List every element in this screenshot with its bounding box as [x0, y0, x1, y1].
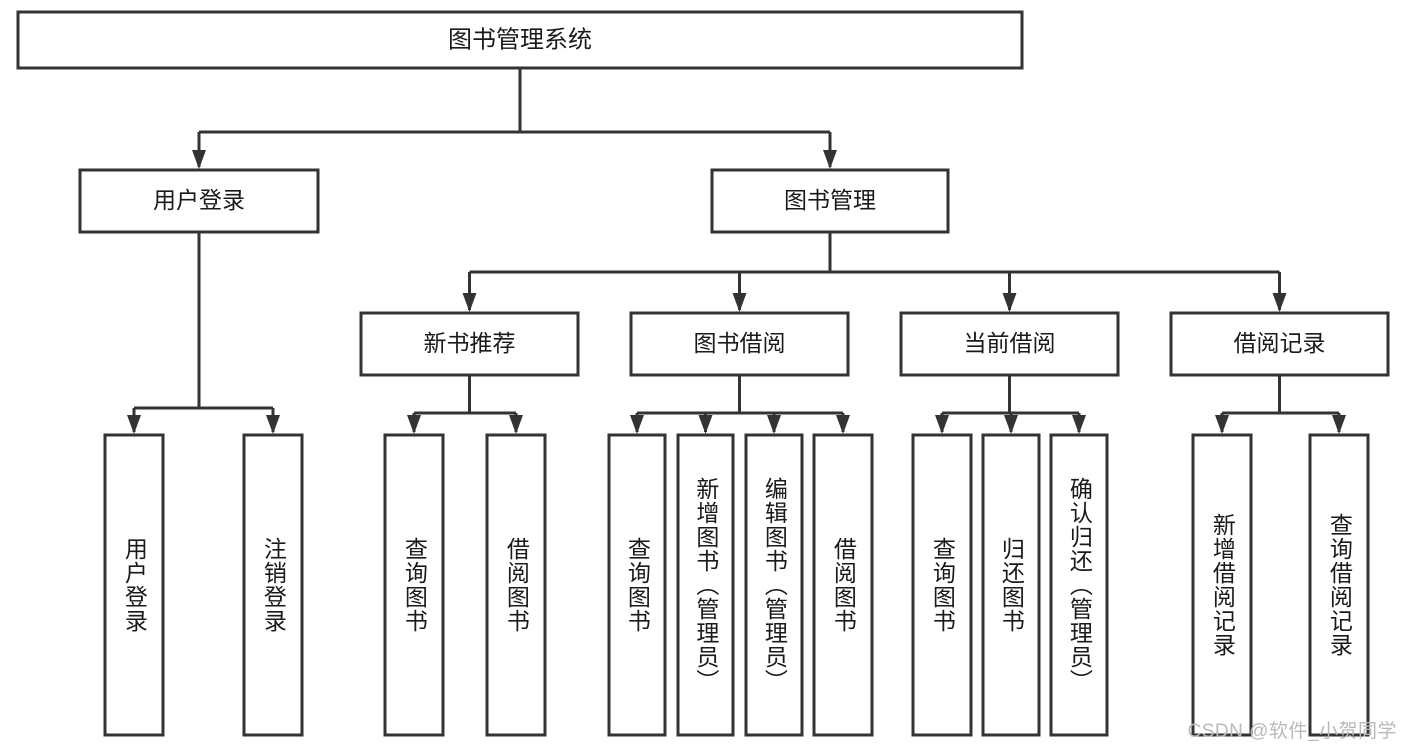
leaf-user-login-box[interactable]	[103, 433, 165, 737]
node-new-book-recommend[interactable]: 新书推荐	[359, 311, 580, 377]
node-book-manage-box[interactable]	[710, 168, 950, 234]
node-book-manage-label: 图书管理	[784, 187, 876, 213]
leaf-return-book-box[interactable]	[981, 433, 1041, 737]
leaf-query-record-box[interactable]	[1308, 433, 1370, 737]
node-user-login-label: 用户登录	[153, 187, 245, 213]
leaf-query-book-2-box[interactable]	[607, 433, 667, 737]
arrow-head-icon-leaf-return-book	[1004, 415, 1018, 434]
arrow-head-icon-leaf-confirm-return	[1072, 415, 1086, 434]
node-current-borrow[interactable]: 当前借阅	[899, 311, 1120, 377]
node-borrow-record-label: 借阅记录	[1234, 330, 1326, 356]
arrow-head-icon-leaf-user-login	[127, 415, 141, 434]
arrow-head-icon-borrow-record	[1272, 293, 1287, 312]
node-new-book-recommend-label: 新书推荐	[424, 330, 516, 356]
watermark-text: CSDN @软件_小贺同学	[1187, 721, 1397, 742]
node-user-login[interactable]: 用户登录	[78, 168, 320, 234]
arrow-head-icon-leaf-query-book-2	[630, 415, 644, 434]
node-root[interactable]: 图书管理系统	[16, 10, 1024, 70]
arrow-head-icon-leaf-borrow-book-2	[836, 415, 850, 434]
node-root-box[interactable]	[16, 10, 1024, 70]
arrow-head-icon-leaf-query-book-1	[407, 415, 421, 434]
leaf-borrow-book-1-box[interactable]	[485, 433, 547, 737]
node-book-borrow-box[interactable]	[629, 311, 850, 377]
node-borrow-record-box[interactable]	[1169, 311, 1390, 377]
node-root-label: 图书管理系统	[448, 26, 592, 53]
node-book-borrow-label: 图书借阅	[694, 330, 786, 356]
node-new-book-recommend-box[interactable]	[359, 311, 580, 377]
node-book-manage[interactable]: 图书管理	[710, 168, 950, 234]
arrow-head-icon-current-borrow	[1002, 293, 1017, 312]
arrow-head-icon-user-login	[192, 150, 206, 169]
leaf-edit-book-box[interactable]	[744, 433, 804, 737]
arrow-head-icon-book-borrow	[732, 293, 747, 312]
node-book-borrow[interactable]: 图书借阅	[629, 311, 850, 377]
arrow-head-icon-book-manage	[823, 150, 837, 169]
arrow-head-icon-leaf-user-logout	[266, 415, 280, 434]
leaf-borrow-book-2-box[interactable]	[812, 433, 874, 737]
arrow-head-icon-new-book-recommend	[462, 293, 477, 312]
node-borrow-record[interactable]: 借阅记录	[1169, 311, 1390, 377]
arrow-head-icon-leaf-add-record	[1215, 415, 1229, 434]
leaf-user-logout-box[interactable]	[242, 433, 304, 737]
arrow-head-icon-leaf-query-record	[1332, 415, 1346, 434]
leaf-confirm-return-box[interactable]	[1049, 433, 1109, 737]
leaf-query-book-1-box[interactable]	[383, 433, 445, 737]
arrow-head-icon-leaf-add-book	[698, 415, 713, 434]
arrow-head-icon-leaf-edit-book	[767, 415, 781, 434]
edges-layer	[127, 68, 1346, 434]
arrow-head-icon-leaf-query-book-3	[935, 415, 949, 434]
leaf-add-record-box[interactable]	[1191, 433, 1253, 737]
leaf-add-book-box[interactable]	[676, 433, 735, 737]
node-user-login-box[interactable]	[78, 168, 320, 234]
leaf-query-book-3-box[interactable]	[911, 433, 973, 737]
node-current-borrow-box[interactable]	[899, 311, 1120, 377]
node-current-borrow-label: 当前借阅	[964, 330, 1056, 356]
arrow-head-icon-leaf-borrow-book-1	[509, 415, 523, 434]
